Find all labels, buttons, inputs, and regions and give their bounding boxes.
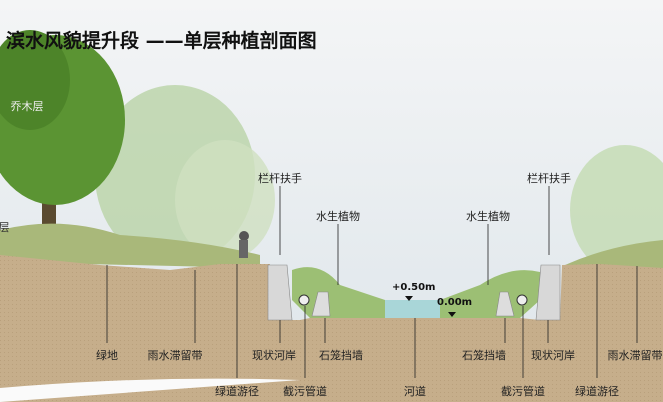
label-sewer-right: 截污管道	[501, 385, 545, 398]
label-river-channel: 河道	[404, 385, 426, 398]
label-aquatic-right: 水生植物	[466, 210, 510, 223]
sewer-pipe-left	[298, 294, 310, 306]
label-rain-retention-left: 雨水滞留带	[147, 349, 203, 362]
person-body	[239, 240, 248, 258]
label-aquatic-left: 水生植物	[316, 210, 360, 223]
leader-lines	[106, 186, 638, 378]
label-greenway-right: 绿道游径	[575, 385, 619, 398]
bank-wall-right	[535, 264, 561, 321]
soil-ground	[0, 255, 663, 402]
label-partial-layer: 层	[0, 221, 10, 234]
label-sewer-left: 截污管道	[283, 385, 327, 398]
label-existing-bank-left: 现状河岸	[252, 349, 296, 362]
aquatic-plants-right	[440, 270, 540, 318]
label-green-space: 绿地	[96, 349, 118, 362]
water	[385, 300, 440, 318]
shrubs-right	[565, 240, 663, 270]
paper-edge	[0, 378, 300, 402]
gabion-wall-left	[311, 291, 331, 317]
page-title: 滨水风貌提升段 ——单层种植剖面图	[6, 30, 317, 52]
label-rain-retention-right: 雨水滞留带	[607, 349, 663, 362]
label-existing-bank-right: 现状河岸	[531, 349, 575, 362]
label-railing-left: 栏杆扶手	[258, 172, 302, 185]
tree-pale-right	[570, 145, 663, 275]
elevation-zero: 0.00m	[437, 297, 473, 308]
elevation-high: +0.50m	[392, 282, 436, 293]
bank-wall-left	[267, 264, 293, 321]
label-gabion-right: 石笼挡墙	[462, 349, 506, 362]
tree-canopy-shade	[0, 30, 70, 130]
label-gabion-left: 石笼挡墙	[319, 349, 363, 362]
shrubs-left	[0, 223, 260, 268]
gabion-wall-right	[495, 291, 515, 317]
elevation-marker-high	[405, 296, 413, 301]
label-tree-layer: 乔木层	[10, 100, 44, 113]
label-greenway-left: 绿道游径	[215, 385, 259, 398]
sewer-pipe-right	[516, 294, 528, 306]
person-figure	[239, 231, 249, 241]
elevation-marker-zero	[448, 312, 456, 317]
tree-pale-mid	[175, 140, 275, 260]
label-railing-right: 栏杆扶手	[527, 172, 571, 185]
